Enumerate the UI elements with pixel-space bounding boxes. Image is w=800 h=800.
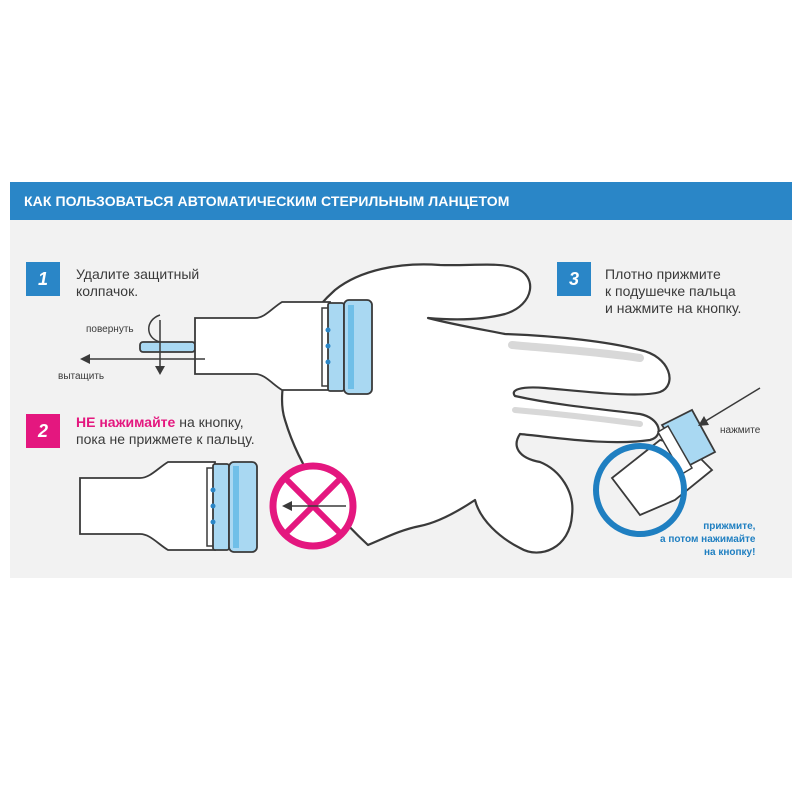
step-3-number: 3: [568, 269, 579, 289]
step-2-badge: 2: [26, 414, 60, 448]
note-line-1: прижмите,: [703, 521, 756, 532]
step-2-line-2: пока не прижмете к пальцу.: [76, 431, 255, 447]
step-1-line-1: Удалите защитный: [76, 266, 200, 282]
step-2-text: НЕ нажимайте на кнопку, пока не прижмете…: [76, 414, 255, 448]
note-line-2: а потом нажимайте: [660, 534, 756, 545]
step-3-badge: 3: [557, 262, 591, 296]
step-1-line-2: колпачок.: [76, 283, 139, 299]
press-then-click-note: прижмите, а потом нажимайте на кнопку!: [660, 520, 755, 559]
step-2-warning: НЕ нажимайте: [76, 414, 176, 430]
lancet-step2: [79, 461, 258, 553]
step-1-text: Удалите защитный колпачок.: [76, 266, 199, 300]
step-2-line-1: НЕ нажимайте на кнопку,: [76, 414, 255, 431]
twist-label: повернуть: [86, 324, 134, 335]
step-1-badge: 1: [26, 262, 60, 296]
step-3-text: Плотно прижмите к подушечке пальца и наж…: [605, 266, 741, 317]
lancet-step3: [593, 387, 761, 537]
step-2-line-1-rest: на кнопку,: [175, 414, 244, 430]
pull-label: вытащить: [58, 371, 105, 382]
press-label: нажмите: [720, 425, 761, 436]
step-1-number: 1: [37, 269, 48, 289]
step-3-line-2: к подушечке пальца: [605, 283, 736, 299]
title-banner: КАК ПОЛЬЗОВАТЬСЯ АВТОМАТИЧЕСКИМ СТЕРИЛЬН…: [10, 182, 792, 220]
step-2-number: 2: [37, 421, 48, 441]
step-3-line-1: Плотно прижмите: [605, 266, 721, 282]
note-line-3: на кнопку!: [703, 547, 756, 558]
hand-outline: [281, 263, 671, 554]
prohibited-sign: [269, 462, 357, 550]
banner-title: КАК ПОЛЬЗОВАТЬСЯ АВТОМАТИЧЕСКИМ СТЕРИЛЬН…: [24, 193, 510, 209]
step-3-line-3: и нажмите на кнопку.: [605, 300, 742, 316]
lancet-step1: [80, 299, 373, 395]
